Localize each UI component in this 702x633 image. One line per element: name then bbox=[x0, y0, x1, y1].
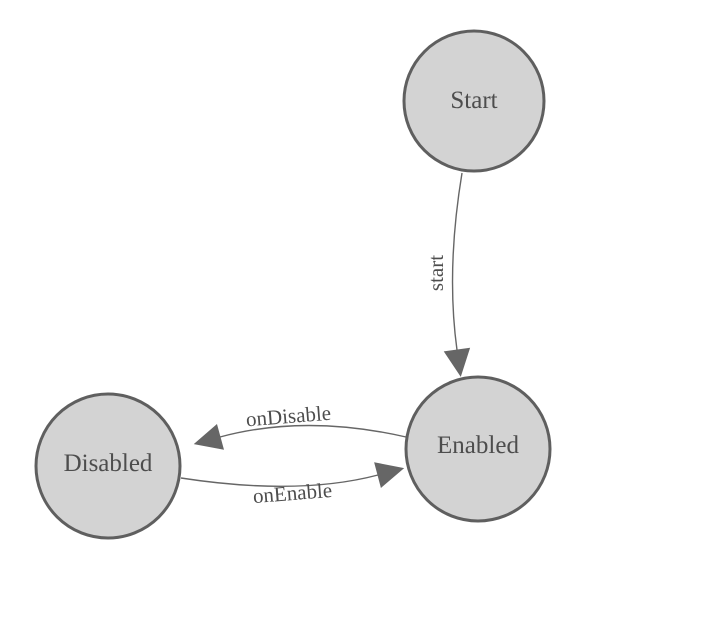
edge-start-to-enabled: start bbox=[424, 172, 471, 377]
state-node-start[interactable]: Start bbox=[402, 29, 546, 173]
edge-line-enabled-disabled bbox=[219, 424, 407, 438]
arrowhead-enabled-disabled bbox=[193, 424, 224, 450]
arrowhead-disabled-enabled bbox=[374, 462, 405, 488]
state-label-start: Start bbox=[450, 87, 497, 114]
state-circle-start[interactable] bbox=[402, 29, 546, 173]
edge-enabled-to-disabled: onDisable bbox=[193, 401, 407, 450]
edge-line-start-enabled bbox=[451, 172, 463, 351]
state-label-enabled: Enabled bbox=[437, 432, 519, 459]
edge-line-disabled-enabled bbox=[180, 474, 379, 488]
state-label-disabled: Disabled bbox=[64, 450, 153, 477]
state-node-enabled[interactable]: Enabled bbox=[404, 375, 552, 523]
edge-label-start: start bbox=[424, 255, 448, 291]
edge-disabled-to-enabled: onEnable bbox=[180, 462, 405, 508]
state-circle-enabled[interactable] bbox=[404, 375, 552, 523]
state-node-disabled[interactable]: Disabled bbox=[34, 392, 182, 540]
edge-label-onenable: onEnable bbox=[252, 478, 333, 508]
state-circle-disabled[interactable] bbox=[34, 392, 182, 540]
arrowhead-start-enabled bbox=[443, 347, 471, 377]
edge-label-ondisable: onDisable bbox=[245, 401, 332, 432]
